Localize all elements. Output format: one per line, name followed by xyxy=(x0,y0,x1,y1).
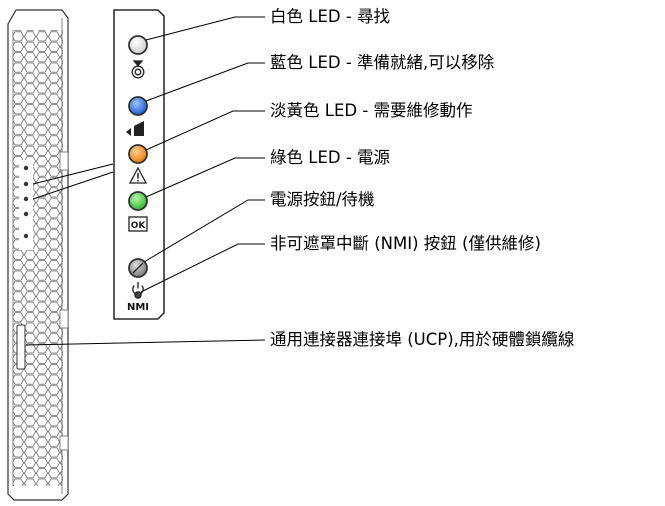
zoom-line-bottom xyxy=(32,171,114,200)
led-strip-area xyxy=(19,160,33,250)
module-mesh xyxy=(13,30,63,486)
callout-green-led: 綠色 LED - 電源 xyxy=(270,148,391,167)
leader-power-button xyxy=(143,199,265,263)
leader-amber-led xyxy=(145,110,265,151)
indicator-panel: OK NMI xyxy=(113,9,165,320)
ok-icon: OK xyxy=(128,216,148,232)
callout-blue-led: 藍色 LED - 準備就緒,可以移除 xyxy=(270,53,495,72)
server-module xyxy=(7,9,69,501)
leader-ucp-port xyxy=(25,339,266,346)
callout-power-button: 電源按鈕/待機 xyxy=(270,190,375,209)
leader-blue-led xyxy=(145,62,265,102)
callout-ucp-port: 通用連接器連接埠 (UCP),用於硬體鎖纜線 xyxy=(270,330,575,349)
callout-white-led: 白色 LED - 尋找 xyxy=(270,7,391,26)
leader-nmi-button xyxy=(140,243,265,293)
zoom-line-top xyxy=(32,163,114,185)
white-led xyxy=(128,35,148,55)
module-ucp-slot xyxy=(16,324,26,370)
amber-led xyxy=(128,144,148,164)
leader-lines xyxy=(25,16,266,346)
module-leds xyxy=(23,165,29,239)
locate-icon xyxy=(131,60,145,79)
nmi-label: NMI xyxy=(127,302,149,313)
remove-ready-icon xyxy=(126,121,144,136)
nmi-button[interactable] xyxy=(134,291,142,299)
ok-icon-label: OK xyxy=(131,221,147,231)
service-warning-icon xyxy=(128,166,148,184)
leader-green-led xyxy=(145,157,265,198)
leader-white-led xyxy=(145,16,265,41)
callout-nmi-button: 非可遮罩中斷 (NMI) 按鈕 (僅供維修) xyxy=(270,234,541,253)
green-led xyxy=(128,191,148,211)
blue-led xyxy=(128,96,148,116)
callout-amber-led: 淡黃色 LED - 需要維修動作 xyxy=(270,101,473,120)
